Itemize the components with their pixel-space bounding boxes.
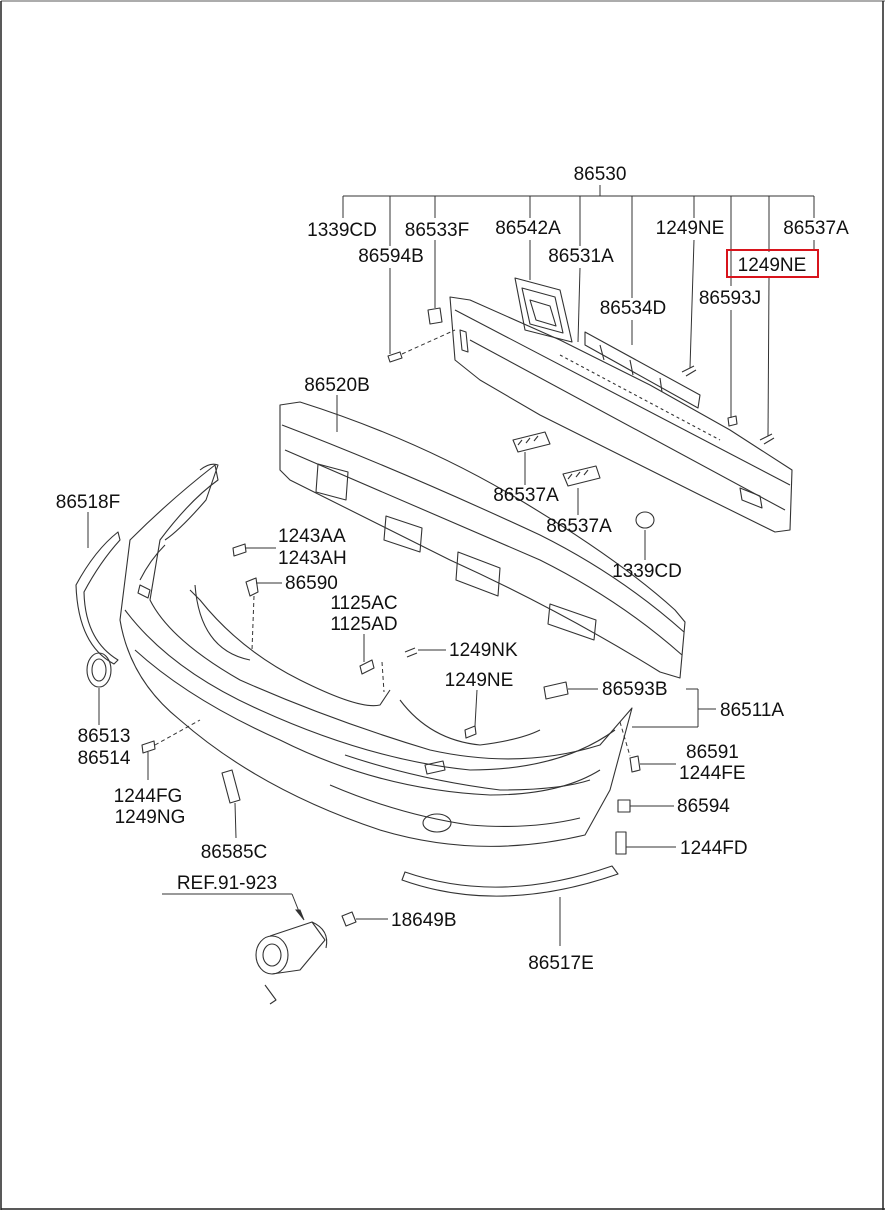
fog-lamp [255,921,328,1005]
label-1244FG: 1244FG [114,786,183,807]
label-1125AC: 1125AC [330,593,397,614]
screw-1243AA [232,543,247,557]
screw-1244FG [141,740,156,754]
label-86534D: 86534D [600,298,667,319]
label-86590: 86590 [285,573,338,594]
label-86542A: 86542A [495,218,561,239]
leader-lines [87,185,815,946]
label-86514: 86514 [78,748,131,769]
label-1339CD-top: 1339CD [307,220,377,241]
bumper-cover [119,463,633,847]
clip-86593J [727,415,738,427]
label-86591: 86591 [686,742,739,763]
strip-86585C [221,769,241,804]
clip-86537A-upper [512,431,551,453]
bulb-18649B [341,911,357,927]
nut-86594 [617,799,631,813]
screw-1249NE-hl [759,433,775,445]
label-86518F: 86518F [56,492,120,513]
label-1249NE-low: 1249NE [445,670,514,691]
label-1125AD: 1125AD [330,614,397,635]
lower-strip-86517E [401,865,619,897]
highlight-box [726,249,819,278]
ring-86513 [86,652,112,688]
label-86594B: 86594B [358,246,424,267]
energy-absorber [279,401,686,679]
label-86520B: 86520B [304,375,370,396]
bumper-reinforcement-beam [449,296,793,533]
screw-1249NK [404,647,418,658]
label-86593B: 86593B [602,679,668,700]
label-86530: 86530 [574,164,627,185]
clip-86533F [427,307,443,325]
label-86537A-mid1: 86537A [493,485,559,506]
side-reflector-86518F [75,531,121,665]
label-1243AH: 1243AH [278,548,347,569]
part-labels: 86530 1339CD 86533F 86542A 1249NE 86537A… [56,164,849,974]
label-86531A: 86531A [548,246,614,267]
label-ref: REF.91-923 [177,873,277,894]
clip-86537A-lower [562,465,601,487]
label-86594: 86594 [677,796,730,817]
label-1243AA: 1243AA [278,526,346,547]
label-86537A-top: 86537A [783,218,849,239]
label-86593J: 86593J [699,288,761,309]
label-86585C: 86585C [201,842,268,863]
upper-strip [584,331,701,409]
label-1249NK: 1249NK [449,640,518,661]
screw-1249NE-top [681,365,697,377]
label-1244FD: 1244FD [680,838,748,859]
screw-86594B [387,351,403,363]
bolt-1244FD [615,831,627,855]
label-1249NE-top: 1249NE [656,218,725,239]
clip-86590 [245,577,259,597]
grommet-1339CD [635,511,655,529]
screw-1249NE-low [464,725,477,739]
clip-86593B [543,681,569,700]
label-86537A-mid2: 86537A [546,516,612,537]
label-86513: 86513 [78,726,131,747]
screw-1125AC [359,659,375,675]
label-1249NG: 1249NG [115,807,186,828]
license-bracket [514,277,573,343]
label-86517E: 86517E [528,953,594,974]
label-18649B: 18649B [391,910,457,931]
bolt-86591 [629,755,641,773]
label-1339CD-mid: 1339CD [612,561,682,582]
label-86511A: 86511A [720,700,784,721]
label-1249NE-highlighted: 1249NE [738,255,807,276]
label-86533F: 86533F [405,220,469,241]
label-1244FE: 1244FE [679,763,746,784]
